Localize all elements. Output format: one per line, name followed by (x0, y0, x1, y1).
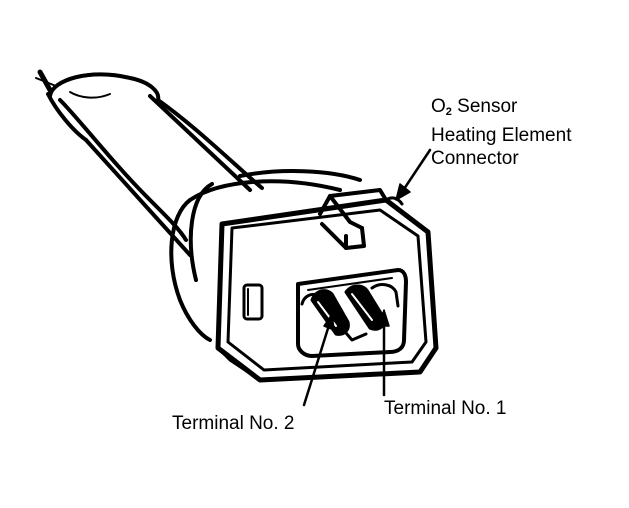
sensor-label-line2: Heating Element (431, 125, 572, 146)
terminal-pins (300, 283, 400, 342)
latch (318, 188, 388, 250)
sensor-label-line3: Connector (431, 148, 519, 169)
boot-collar (169, 169, 362, 342)
sensor-connector-arrow (395, 148, 432, 201)
terminal-1-label: Terminal No. 1 (384, 398, 507, 419)
terminal-cavity (296, 268, 408, 358)
terminal-2-arrow (302, 313, 335, 407)
terminal-2-label: Terminal No. 2 (172, 413, 295, 434)
terminal-1-arrow (378, 309, 390, 397)
connector-housing (215, 196, 439, 383)
wire (35, 69, 57, 93)
cable-sleeve (46, 72, 264, 257)
sensor-connector-label: O2 Sensor Heating Element Connector (431, 95, 571, 170)
sensor-label-line1-rest: Sensor (451, 96, 518, 117)
sensor-label-line1: O2 Sensor (431, 95, 571, 124)
side-tab (242, 283, 264, 321)
sensor-label-prefix: O (431, 96, 446, 117)
sensor-label-subscript: 2 (445, 106, 452, 118)
